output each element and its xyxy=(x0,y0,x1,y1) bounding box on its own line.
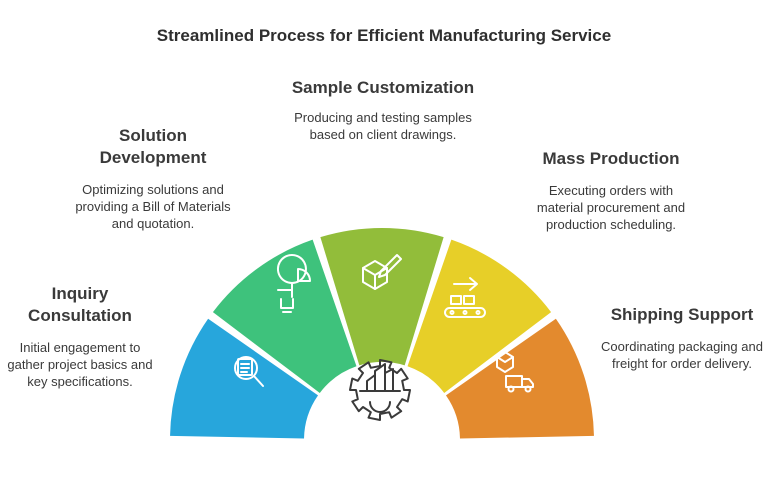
step-description: Executing orders with material procureme… xyxy=(536,183,686,232)
step-solution-development: Solution Development Optimizing solution… xyxy=(66,125,240,232)
step-description: Coordinating packaging and freight for o… xyxy=(601,339,763,371)
delivery-truck-icon xyxy=(496,351,534,393)
fan-segment-2 xyxy=(212,239,357,393)
fan-segment-5 xyxy=(445,318,594,439)
step-heading: Inquiry Consultation xyxy=(28,284,132,325)
conveyor-belt-icon xyxy=(444,277,486,318)
cube-pen-icon xyxy=(362,254,402,290)
step-heading: Shipping Support xyxy=(610,305,754,324)
step-mass-production: Mass Production Executing orders with ma… xyxy=(524,148,698,233)
step-heading: Sample Customization xyxy=(291,78,475,97)
step-description: Producing and testing samples based on c… xyxy=(294,110,472,142)
diagram-title: Streamlined Process for Efficient Manufa… xyxy=(156,26,612,45)
step-inquiry-consultation: Inquiry Consultation Initial engagement … xyxy=(6,283,154,390)
step-heading: Mass Production xyxy=(542,149,680,168)
lightbulb-chart-icon xyxy=(276,254,311,313)
document-search-icon xyxy=(234,356,264,387)
step-sample-customization: Sample Customization Producing and testi… xyxy=(290,77,476,143)
step-description: Optimizing solutions and providing a Bil… xyxy=(75,182,231,231)
step-heading: Solution Development xyxy=(99,126,207,167)
step-description: Initial engagement to gather project bas… xyxy=(7,340,153,389)
factory-gear-icon xyxy=(349,359,411,421)
fan-segment-3 xyxy=(320,227,444,366)
fan-segments xyxy=(170,227,594,439)
step-shipping-support: Shipping Support Coordinating packaging … xyxy=(600,304,764,372)
